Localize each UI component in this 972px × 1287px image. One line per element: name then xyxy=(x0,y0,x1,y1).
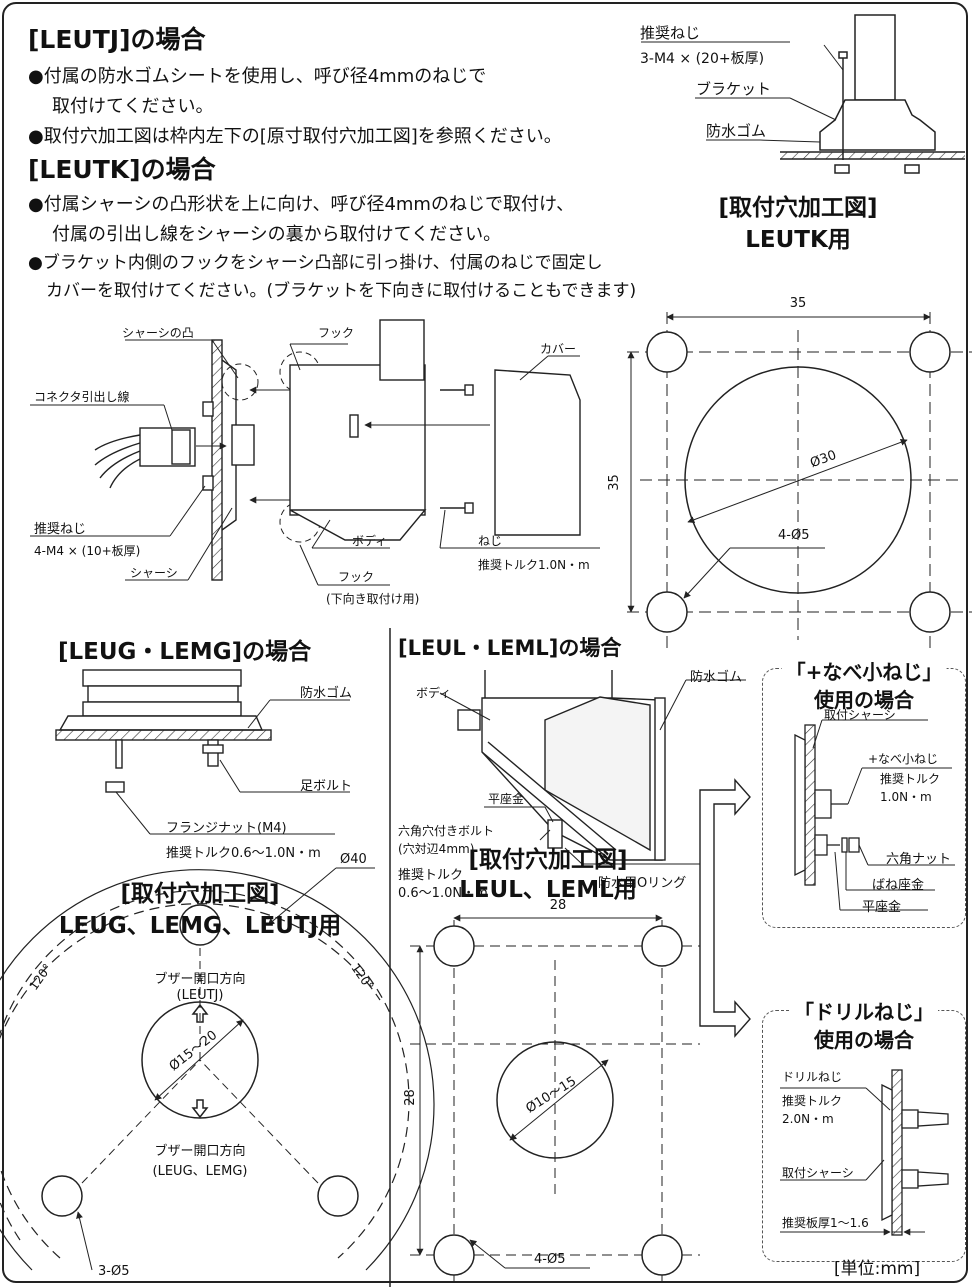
leug-dim-outer: Ø40 xyxy=(340,852,367,867)
pan-torque-label: 推奨トルク xyxy=(880,772,941,786)
leul-torque-label: 推奨トルク xyxy=(398,868,464,883)
drill-torque-label: 推奨トルク xyxy=(782,1094,843,1108)
leutk-hole-title2: LEUTK用 xyxy=(745,227,851,253)
leug-buzzer-up: ブザー開口方向 xyxy=(154,972,246,987)
asm-screw: ねじ xyxy=(478,534,503,548)
asm-body: ボディ xyxy=(352,534,388,548)
leutk-hole-title1: [取付穴加工図] xyxy=(718,195,878,221)
leutk-dim-h: 35 xyxy=(606,474,622,491)
unit-label: [単位:mm] xyxy=(834,1259,921,1279)
drill-chassis: 取付シャーシ xyxy=(782,1166,854,1180)
leug-buzzer-down-sub: (LEUG、LEMG) xyxy=(152,1164,248,1179)
leul-heading: [LEUL・LEML]の場合 xyxy=(398,636,622,660)
leutk-hole-drawing xyxy=(627,312,972,650)
leul-oring: 防水用Oリング xyxy=(598,876,687,891)
leutk-bullet2b: カバーを取付けてください。(ブラケットを下向きに取付けることもできます) xyxy=(46,281,637,301)
pan-torque-value: 1.0N・m xyxy=(880,790,932,804)
leul-hole-drawing xyxy=(410,914,700,1287)
leug-section-drawing xyxy=(55,669,350,835)
pan-screw-drawing xyxy=(794,719,955,911)
leug-buzzer-up-sub: (LEUTJ) xyxy=(176,988,224,1003)
leug-flange-nut: フランジナット(M4) xyxy=(166,821,287,836)
leug-torque: 推奨トルク0.6〜1.0N・m xyxy=(166,846,321,861)
leul-dim-w: 28 xyxy=(549,898,567,913)
leug-hole-drawing xyxy=(0,867,435,1271)
leul-dim-h: 28 xyxy=(402,1089,418,1106)
asm-connector: コネクタ引出し線 xyxy=(34,390,130,404)
leutk-bullet2a: ●ブラケット内側のフックをシャーシ凸部に引っ掛け、付属のねじで固定し xyxy=(28,253,603,273)
pan-screw: +なべ小ねじ xyxy=(868,752,939,766)
leul-body: ボディ xyxy=(416,686,452,700)
asm-screw-spec: 4-M4 × (10+板厚) xyxy=(34,544,141,558)
leul-hole-title1: [取付穴加工図] xyxy=(468,847,628,873)
leul-dim-holes: 4-Ø5 xyxy=(534,1252,566,1267)
pan-spring-washer: ばね座金 xyxy=(872,878,925,893)
tr-screw-label: 推奨ねじ xyxy=(640,24,701,42)
drill-screw: ドリルねじ xyxy=(782,1070,843,1084)
leul-washer: 平座金 xyxy=(488,792,525,806)
leutk-dim-w: 35 xyxy=(789,296,807,311)
leutj-bullet1a: ●付属の防水ゴムシートを使用し、呼び径4mmのねじで xyxy=(28,66,487,87)
leug-dim-holes: 3-Ø5 xyxy=(98,1264,130,1279)
flow-arrows xyxy=(699,778,751,1038)
asm-screw-label: 推奨ねじ xyxy=(34,522,87,537)
drill-title2: 使用の場合 xyxy=(814,1028,914,1052)
asm-torque: 推奨トルク1.0N・m xyxy=(478,558,590,572)
asm-hook2: フック xyxy=(338,570,375,584)
leutj-bullet2: ●取付穴加工図は枠内左下の[原寸取付穴加工図]を参照ください。 xyxy=(28,126,562,147)
leutk-assembly-drawing xyxy=(30,319,600,586)
drill-plate: 推奨板厚1〜1.6 xyxy=(782,1216,869,1230)
leug-hole-title2: LEUG、LEMG、LEUTJ用 xyxy=(58,913,342,939)
leutk-heading: [LEUTK]の場合 xyxy=(28,155,216,184)
leul-section-drawing xyxy=(439,670,746,865)
leug-hole-title1: [取付穴加工図] xyxy=(120,881,280,907)
drill-title1: 「ドリルねじ」 xyxy=(790,996,938,1025)
leutj-section-drawing xyxy=(641,14,965,174)
pan-title2: 使用の場合 xyxy=(814,688,914,712)
leul-rubber: 防水ゴム xyxy=(690,670,743,685)
leul-torque-value: 0.6〜1.0N・m xyxy=(398,886,488,901)
tr-rubber-label: 防水ゴム xyxy=(706,122,767,140)
leutk-bullet1a: ●付属シャーシの凸形状を上に向け、呼び径4mmのねじで取付け、 xyxy=(28,194,575,215)
asm-cover: カバー xyxy=(540,342,577,356)
leug-heading: [LEUG・LEMG]の場合 xyxy=(58,639,312,665)
pan-flat-washer: 平座金 xyxy=(862,900,902,915)
asm-hook2-note: (下向き取付け用) xyxy=(326,592,420,606)
pan-hex-nut: 六角ナット xyxy=(886,852,952,867)
pan-chassis: 取付シャーシ xyxy=(824,708,896,722)
tr-screw-spec: 3-M4 × (20+板厚) xyxy=(640,51,765,67)
leug-rubber: 防水ゴム xyxy=(300,686,353,701)
asm-hook: フック xyxy=(318,326,355,340)
leul-hex-bolt-sub: (穴対辺4mm) xyxy=(398,842,475,856)
leul-hex-bolt: 六角穴付きボルト xyxy=(398,824,495,838)
pan-title1: 「+なべ小ねじ」 xyxy=(781,656,947,685)
leul-hole-title2: LEUL、LEML用 xyxy=(459,877,637,903)
leug-buzzer-down: ブザー開口方向 xyxy=(154,1144,246,1159)
leug-foot-bolt: 足ボルト xyxy=(300,779,353,794)
drill-torque-value: 2.0N・m xyxy=(782,1112,834,1126)
asm-chassis-bump: シャーシの凸 xyxy=(122,326,194,340)
leutk-bullet1b: 付属の引出し線をシャーシの裏から取付けてください。 xyxy=(52,224,502,245)
asm-chassis: シャーシ xyxy=(130,566,178,580)
tr-bracket-label: ブラケット xyxy=(696,80,772,98)
leutj-heading: [LEUTJ]の場合 xyxy=(28,25,206,54)
drill-screw-drawing xyxy=(780,1069,949,1236)
leutj-bullet1b: 取付けてください。 xyxy=(52,96,214,117)
leutk-dim-holes: 4-Ø5 xyxy=(778,528,810,543)
